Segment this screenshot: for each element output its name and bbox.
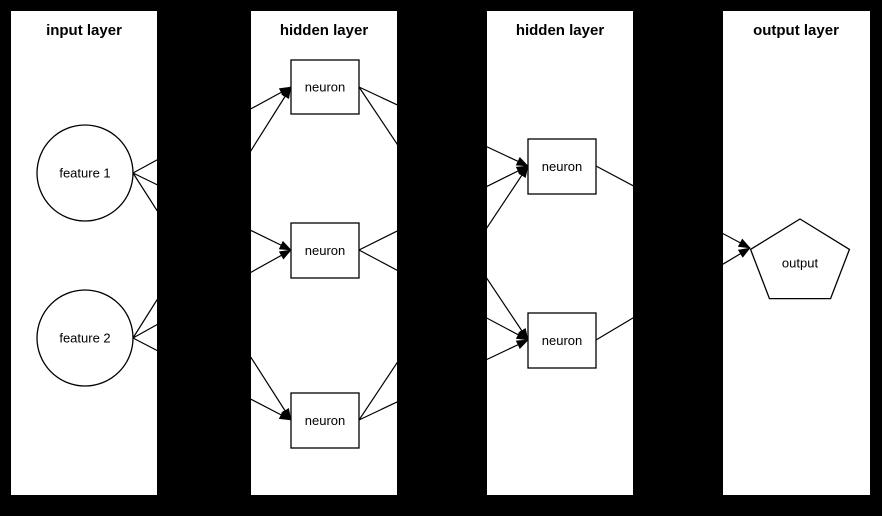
rect-shape [527, 312, 597, 369]
layer-title-input: input layer [46, 22, 122, 39]
arrow-head-icon [278, 240, 292, 251]
node-feature-1[interactable]: feature 1 [36, 124, 134, 222]
node-hidden1-neuron-1[interactable]: neuron [290, 59, 360, 115]
layer-title-hidden-2: hidden layer [516, 22, 605, 39]
arrow-head-icon [515, 157, 529, 167]
node-label: output [782, 255, 819, 270]
arrow-head-icon [278, 410, 292, 421]
node-label: neuron [305, 79, 345, 94]
node-label: neuron [542, 333, 582, 348]
node-hidden2-neuron-2[interactable]: neuron [527, 312, 597, 369]
layer-nodes: feature 1 feature 2 neuron neuron neuron neur… [36, 59, 851, 449]
arrow-head-icon [737, 238, 751, 249]
arrow-head-icon [515, 339, 529, 350]
layer-panel-hidden-2 [487, 11, 633, 495]
node-hidden1-neuron-2[interactable]: neuron [290, 222, 360, 279]
pentagon-shape [749, 218, 851, 300]
layer-panel-input [11, 11, 157, 495]
node-label: neuron [542, 159, 582, 174]
connection-edges [132, 86, 751, 421]
arrow-head-icon [281, 86, 292, 100]
node-label: feature 2 [59, 330, 110, 345]
rect-shape [290, 59, 360, 115]
arrow-head-icon [737, 247, 751, 258]
node-feature-2[interactable]: feature 2 [36, 289, 134, 387]
circle-shape [36, 124, 134, 222]
node-label: neuron [305, 243, 345, 258]
rect-shape [290, 392, 360, 449]
node-label: neuron [305, 413, 345, 428]
arrow-head-icon [517, 165, 529, 178]
node-hidden2-neuron-1[interactable]: neuron [527, 138, 597, 195]
circle-shape [36, 289, 134, 387]
layer-title-hidden-1: hidden layer [280, 22, 369, 39]
rect-shape [527, 138, 597, 195]
node-hidden1-neuron-3[interactable]: neuron [290, 392, 360, 449]
layer-title-output: output layer [753, 22, 839, 39]
arrow-head-icon [278, 249, 292, 260]
arrow-head-icon [515, 330, 529, 341]
layer-titles: input layer hidden layer hidden layer outpu… [46, 22, 839, 39]
rect-shape [290, 222, 360, 279]
node-output-node[interactable]: output [749, 218, 851, 300]
node-label: feature 1 [59, 165, 110, 180]
